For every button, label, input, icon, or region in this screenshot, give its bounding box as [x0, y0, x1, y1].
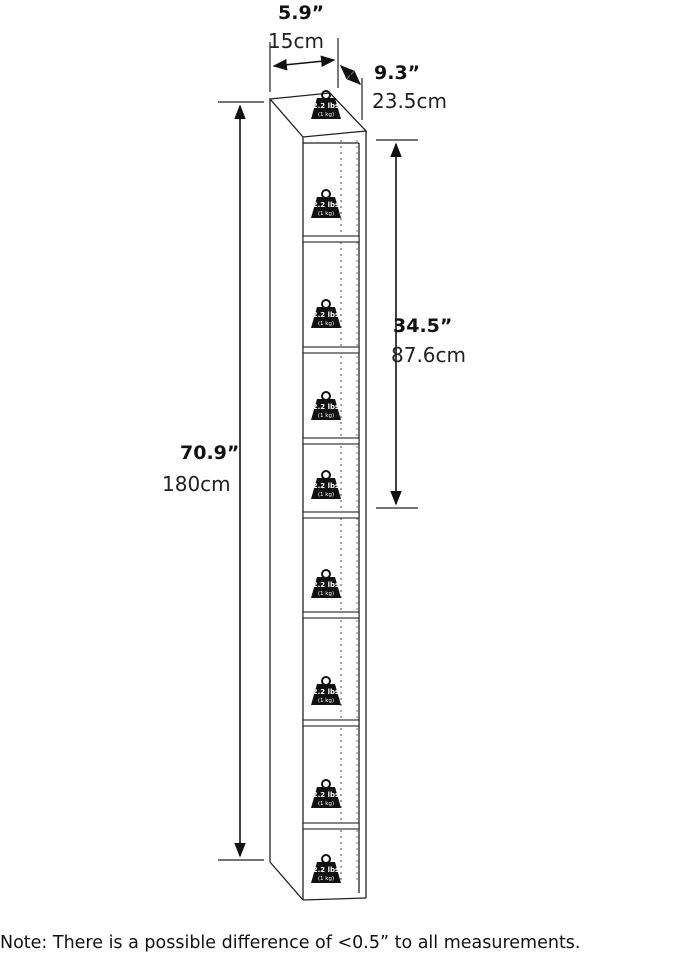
- weight-icon: [311, 684, 341, 705]
- weight-badge-line2: (1 kg): [318, 413, 334, 419]
- shelf-2: [302, 346, 360, 354]
- weight-icon-ring: [321, 676, 331, 686]
- weight-badge-line1: 2.2 lbs: [313, 688, 339, 696]
- weight-badge-6: 2.2 lbs (1 kg): [311, 569, 341, 598]
- height-dimension: [218, 101, 264, 861]
- height-imperial-label: 70.9”: [180, 442, 240, 464]
- weight-badge-line1: 2.2 lbs: [313, 482, 339, 490]
- height-metric-label: 180cm: [162, 472, 231, 496]
- weight-badge-line1: 2.2 lbs: [313, 866, 339, 874]
- width-imperial-label: 5.9”: [278, 2, 325, 24]
- weight-badge-line2: (1 kg): [318, 698, 334, 704]
- shelf-6: [302, 719, 360, 727]
- shelf-3: [302, 437, 360, 445]
- weight-badges: 2.2 lbs(1 kg)2.2 lbs(1 kg)2.2 lbs(1 kg)2…: [311, 90, 341, 883]
- weight-icon-ring: [321, 189, 331, 199]
- depth-imperial-label: 9.3”: [374, 62, 421, 84]
- weight-badge-line2: (1 kg): [318, 591, 334, 597]
- weight-badge-5: 2.2 lbs (1 kg): [311, 470, 341, 499]
- weight-badge-line2: (1 kg): [318, 211, 334, 217]
- compartment-dimension: [376, 139, 418, 509]
- weight-badge-4: 2.2 lbs (1 kg): [311, 391, 341, 420]
- shelf-1: [302, 235, 360, 243]
- weight-icon-ring: [321, 854, 331, 864]
- weight-badge-8: 2.2 lbs (1 kg): [311, 779, 341, 808]
- compartment-imperial-label: 34.5”: [393, 315, 453, 337]
- weight-badge-line1: 2.2 lbs: [313, 403, 339, 411]
- depth-metric-label: 23.5cm: [372, 89, 448, 113]
- weight-badge-line2: (1 kg): [318, 801, 334, 807]
- depth-dimension: [339, 65, 363, 120]
- weight-icon: [311, 862, 341, 883]
- shelf-4: [302, 511, 360, 519]
- weight-icon-ring: [321, 779, 331, 789]
- weight-icon: [311, 307, 341, 328]
- weight-badge-line2: (1 kg): [318, 321, 334, 327]
- shelf-5: [302, 611, 360, 619]
- weight-badge-line1: 2.2 lbs: [313, 581, 339, 589]
- weight-badge-9: 2.2 lbs (1 kg): [311, 854, 341, 883]
- weight-icon: [311, 399, 341, 420]
- compartment-metric-label: 87.6cm: [391, 343, 467, 367]
- weight-icon: [311, 787, 341, 808]
- weight-badge-3: 2.2 lbs (1 kg): [311, 299, 341, 328]
- weight-icon: [311, 577, 341, 598]
- shelf-7: [302, 822, 360, 830]
- measurement-note: Note: There is a possible difference of …: [0, 933, 581, 953]
- weight-badge-line1: 2.2 lbs: [313, 201, 339, 209]
- weight-badge-line2: (1 kg): [318, 876, 334, 882]
- weight-icon-ring: [321, 569, 331, 579]
- weight-badge-line1: 2.2 lbs: [313, 311, 339, 319]
- shelves: [302, 235, 360, 830]
- weight-icon-ring: [321, 391, 331, 401]
- weight-badge-line1: 2.2 lbs: [313, 791, 339, 799]
- weight-badge-7: 2.2 lbs (1 kg): [311, 676, 341, 705]
- weight-badge-line2: (1 kg): [318, 492, 334, 498]
- weight-badge-1: 2.2 lbs (1 kg): [311, 90, 341, 119]
- depth-arrow: [339, 65, 362, 85]
- width-arrow: [272, 55, 336, 71]
- weight-icon-ring: [321, 470, 331, 480]
- weight-icon: [311, 98, 341, 119]
- weight-badge-line1: 2.2 lbs: [313, 102, 339, 110]
- bookcase-body: [268, 92, 368, 901]
- width-metric-label: 15cm: [268, 29, 324, 53]
- weight-icon: [311, 197, 341, 218]
- weight-icon-ring: [321, 299, 331, 309]
- weight-badge-line2: (1 kg): [318, 112, 334, 118]
- weight-badge-2: 2.2 lbs (1 kg): [311, 189, 341, 218]
- weight-icon: [311, 478, 341, 499]
- width-dimension: [269, 38, 339, 92]
